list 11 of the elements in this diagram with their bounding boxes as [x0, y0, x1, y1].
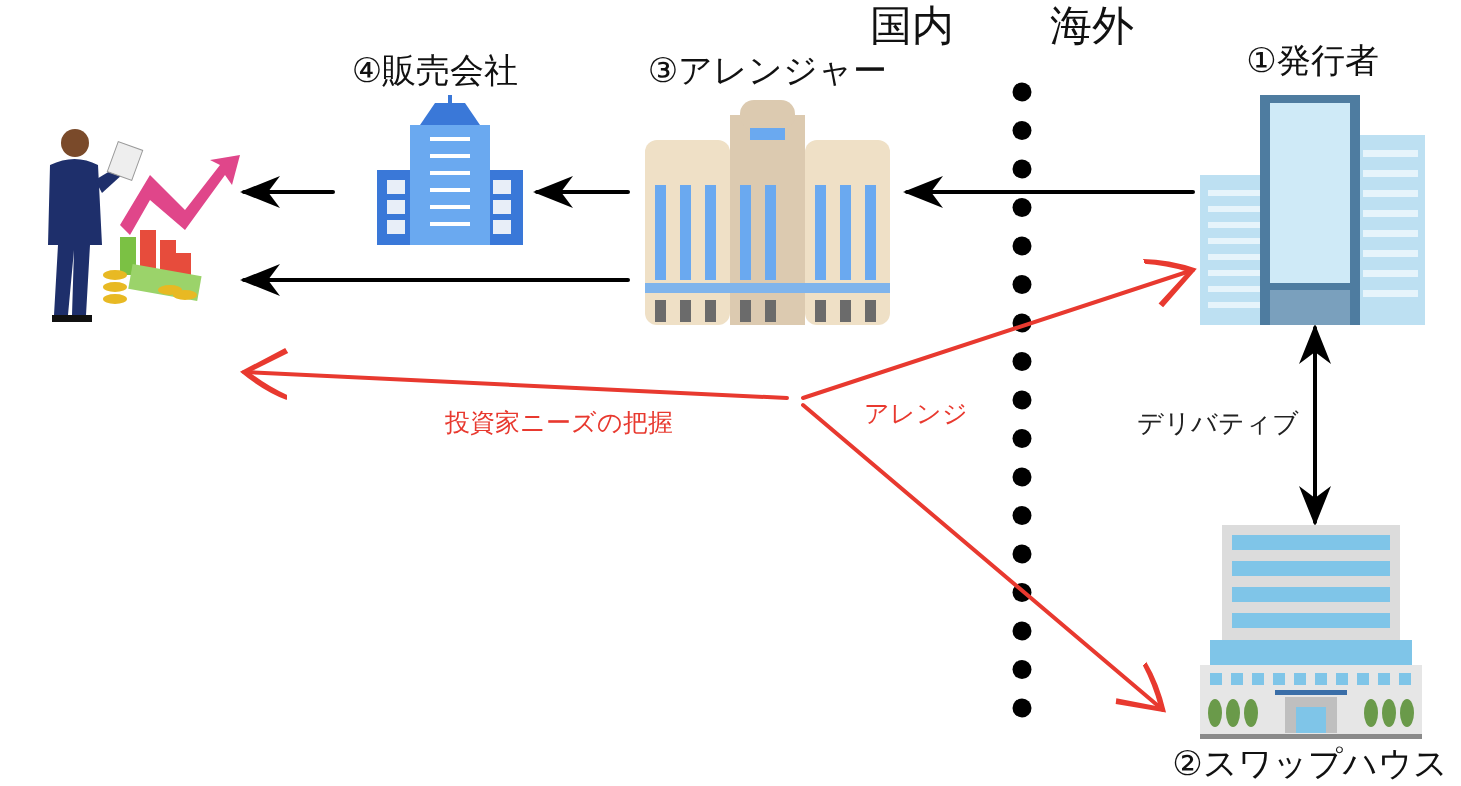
node-label: ②スワップハウス	[1171, 743, 1449, 783]
region-label: 海外	[1050, 0, 1134, 52]
node-label: ③アレンジャー	[646, 50, 889, 90]
arrow	[533, 176, 630, 208]
arrow	[903, 176, 1195, 208]
node-label: ④販売会社	[350, 50, 520, 90]
node-label: ①発行者	[1245, 40, 1380, 80]
arrow	[240, 176, 335, 208]
arrow	[1299, 324, 1331, 526]
region-label: 国内	[870, 0, 954, 52]
arrow	[240, 264, 630, 296]
